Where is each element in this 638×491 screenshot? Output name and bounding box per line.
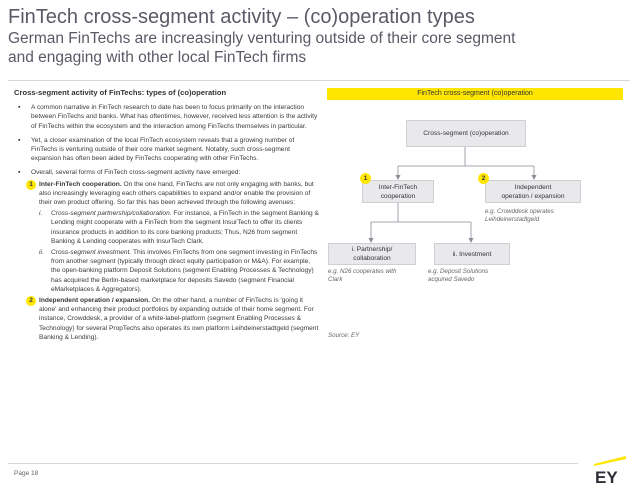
- diagram-badge-1: 1: [360, 173, 371, 184]
- node-independent-label: Independent operation / expansion: [501, 183, 565, 200]
- text-column: Cross-segment activity of FinTechs: type…: [14, 88, 319, 344]
- source-note: Source: EY: [328, 332, 360, 339]
- title-line-1: FinTech cross-segment activity – (co)ope…: [8, 6, 475, 28]
- node-independent: Independent operation / expansion: [485, 180, 581, 203]
- example-investment: e.g. Deposit Solutions acquired Savedo: [428, 268, 489, 283]
- item-2: 2 Independent operation / expansion. On …: [14, 296, 319, 342]
- diagram-badge-2: 2: [478, 173, 489, 184]
- sub-item-ii-title: Cross-segment investment.: [51, 249, 132, 257]
- ey-logo: EY: [594, 455, 628, 487]
- example-independent: e.g. Crowddesk operates Leihdeinerstadtg…: [485, 208, 554, 223]
- node-inter-fintech: Inter-FinTech cooperation: [362, 180, 434, 203]
- sub-item-i-label: i.: [39, 210, 43, 218]
- sub-item-i-text: For instance, a FinTech in the segment B…: [51, 210, 319, 245]
- node-partnership-label: i. Partnership/ collaboration: [351, 246, 393, 262]
- item-1-title: Inter-FinTech cooperation.: [39, 180, 122, 188]
- sub-item-i: i. Cross-segment partnership/collaborati…: [14, 209, 319, 246]
- node-root: Cross-segment (co)operation: [406, 120, 526, 147]
- diagram-header: FinTech cross-segment (co)operation: [327, 88, 623, 100]
- title-line-2: German FinTechs are increasingly venturi…: [8, 30, 516, 47]
- title-line-3: and engaging with other local FinTech fi…: [8, 49, 307, 66]
- sub-item-ii-text: This involves FinTechs from one segment …: [51, 249, 318, 293]
- page-title: FinTech cross-segment activity – (co)ope…: [8, 6, 628, 67]
- item-2-text: On the other hand, a number of FinTechs …: [39, 297, 319, 341]
- number-badge-2: 2: [26, 296, 36, 307]
- title-divider: [8, 80, 630, 81]
- ey-logo-text: EY: [595, 468, 618, 485]
- sub-item-i-title: Cross-segment partnership/collaboration.: [51, 210, 172, 218]
- node-investment-label: ii. Investment: [452, 250, 492, 258]
- item-2-title: Independent operation / expansion.: [39, 297, 151, 305]
- node-partnership: i. Partnership/ collaboration: [328, 243, 416, 265]
- item-1: 1 Inter-FinTech cooperation. On the one …: [14, 179, 319, 208]
- footer-divider: [8, 463, 578, 464]
- sub-item-ii: ii. Cross-segment investment. This invol…: [14, 248, 319, 294]
- bullet-3: Overall, several forms of FinTech cross-…: [14, 168, 319, 177]
- item-1-text: On the one hand, FinTechs are not only e…: [39, 180, 314, 207]
- node-inter-fintech-label: Inter-FinTech cooperation: [378, 183, 418, 200]
- node-investment: ii. Investment: [434, 243, 510, 265]
- sub-item-ii-label: ii.: [39, 249, 44, 257]
- example-partnership: e.g. N26 cooperates with Clark: [328, 268, 397, 283]
- number-badge-1: 1: [26, 179, 36, 190]
- bullet-1: A common narrative in FinTech research t…: [14, 103, 319, 131]
- ey-logo-icon: EY: [594, 456, 626, 487]
- section-heading: Cross-segment activity of FinTechs: type…: [14, 88, 227, 97]
- bullet-2: Yet, a closer examination of the local F…: [14, 136, 319, 164]
- page-number: Page 18: [14, 470, 39, 477]
